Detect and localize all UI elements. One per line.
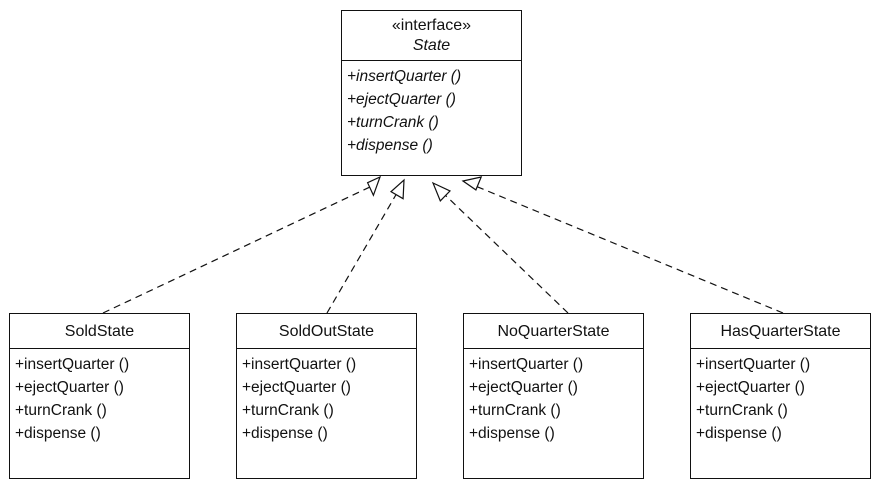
class-name: SoldOutState xyxy=(278,323,375,340)
interface-operations: +insertQuarter () +ejectQuarter () +turn… xyxy=(342,61,521,157)
class-operations: +insertQuarter () +ejectQuarter () +turn… xyxy=(691,349,870,445)
operation-eject-quarter: +ejectQuarter () xyxy=(347,91,456,108)
class-header: SoldState xyxy=(10,314,189,349)
operation-turn-crank: +turnCrank () xyxy=(469,402,561,419)
operation-turn-crank: +turnCrank () xyxy=(15,402,107,419)
class-name: HasQuarterState xyxy=(720,323,841,340)
operation-turn-crank: +turnCrank () xyxy=(696,402,788,419)
operation-turn-crank: +turnCrank () xyxy=(242,402,334,419)
class-name: SoldState xyxy=(64,323,135,340)
realization-arrowhead-soldoutstate xyxy=(389,178,405,200)
realization-arrowhead-soldstate xyxy=(366,175,382,197)
realization-line-noquarterstate xyxy=(442,192,569,314)
class-noquarterstate-box[interactable]: NoQuarterState +insertQuarter () +ejectQ… xyxy=(463,313,644,479)
operation-dispense: +dispense () xyxy=(347,137,433,154)
operation-eject-quarter: +ejectQuarter () xyxy=(696,379,805,396)
operation-eject-quarter: +ejectQuarter () xyxy=(469,379,578,396)
operation-eject-quarter: +ejectQuarter () xyxy=(242,379,351,396)
class-header: SoldOutState xyxy=(237,314,416,349)
operation-dispense: +dispense () xyxy=(15,425,101,442)
interface-stereotype: «interface» xyxy=(391,17,472,34)
operation-dispense: +dispense () xyxy=(696,425,782,442)
interface-name: State xyxy=(412,37,451,54)
operation-insert-quarter: +insertQuarter () xyxy=(347,68,462,85)
operation-dispense: +dispense () xyxy=(469,425,555,442)
interface-state-box[interactable]: «interface» State +insertQuarter () +eje… xyxy=(341,10,522,176)
operation-dispense: +dispense () xyxy=(242,425,328,442)
realization-arrowhead-noquarterstate xyxy=(431,181,452,202)
class-hasquarterstate-box[interactable]: HasQuarterState +insertQuarter () +eject… xyxy=(690,313,871,479)
realization-line-soldstate xyxy=(102,186,371,314)
class-operations: +insertQuarter () +ejectQuarter () +turn… xyxy=(464,349,643,445)
class-header: NoQuarterState xyxy=(464,314,643,349)
operation-insert-quarter: +insertQuarter () xyxy=(15,356,130,373)
class-soldoutstate-box[interactable]: SoldOutState +insertQuarter () +ejectQua… xyxy=(236,313,417,479)
realization-line-soldoutstate xyxy=(326,192,398,314)
class-operations: +insertQuarter () +ejectQuarter () +turn… xyxy=(237,349,416,445)
operation-insert-quarter: +insertQuarter () xyxy=(242,356,357,373)
interface-header: «interface» State xyxy=(342,11,521,61)
realization-arrowhead-hasquarterstate xyxy=(461,176,483,191)
class-name: NoQuarterState xyxy=(497,323,610,340)
operation-insert-quarter: +insertQuarter () xyxy=(469,356,584,373)
operation-insert-quarter: +insertQuarter () xyxy=(696,356,811,373)
class-soldstate-box[interactable]: SoldState +insertQuarter () +ejectQuarte… xyxy=(9,313,190,479)
operation-eject-quarter: +ejectQuarter () xyxy=(15,379,124,396)
realization-line-hasquarterstate xyxy=(472,184,784,314)
class-operations: +insertQuarter () +ejectQuarter () +turn… xyxy=(10,349,189,445)
class-header: HasQuarterState xyxy=(691,314,870,349)
operation-turn-crank: +turnCrank () xyxy=(347,114,439,131)
